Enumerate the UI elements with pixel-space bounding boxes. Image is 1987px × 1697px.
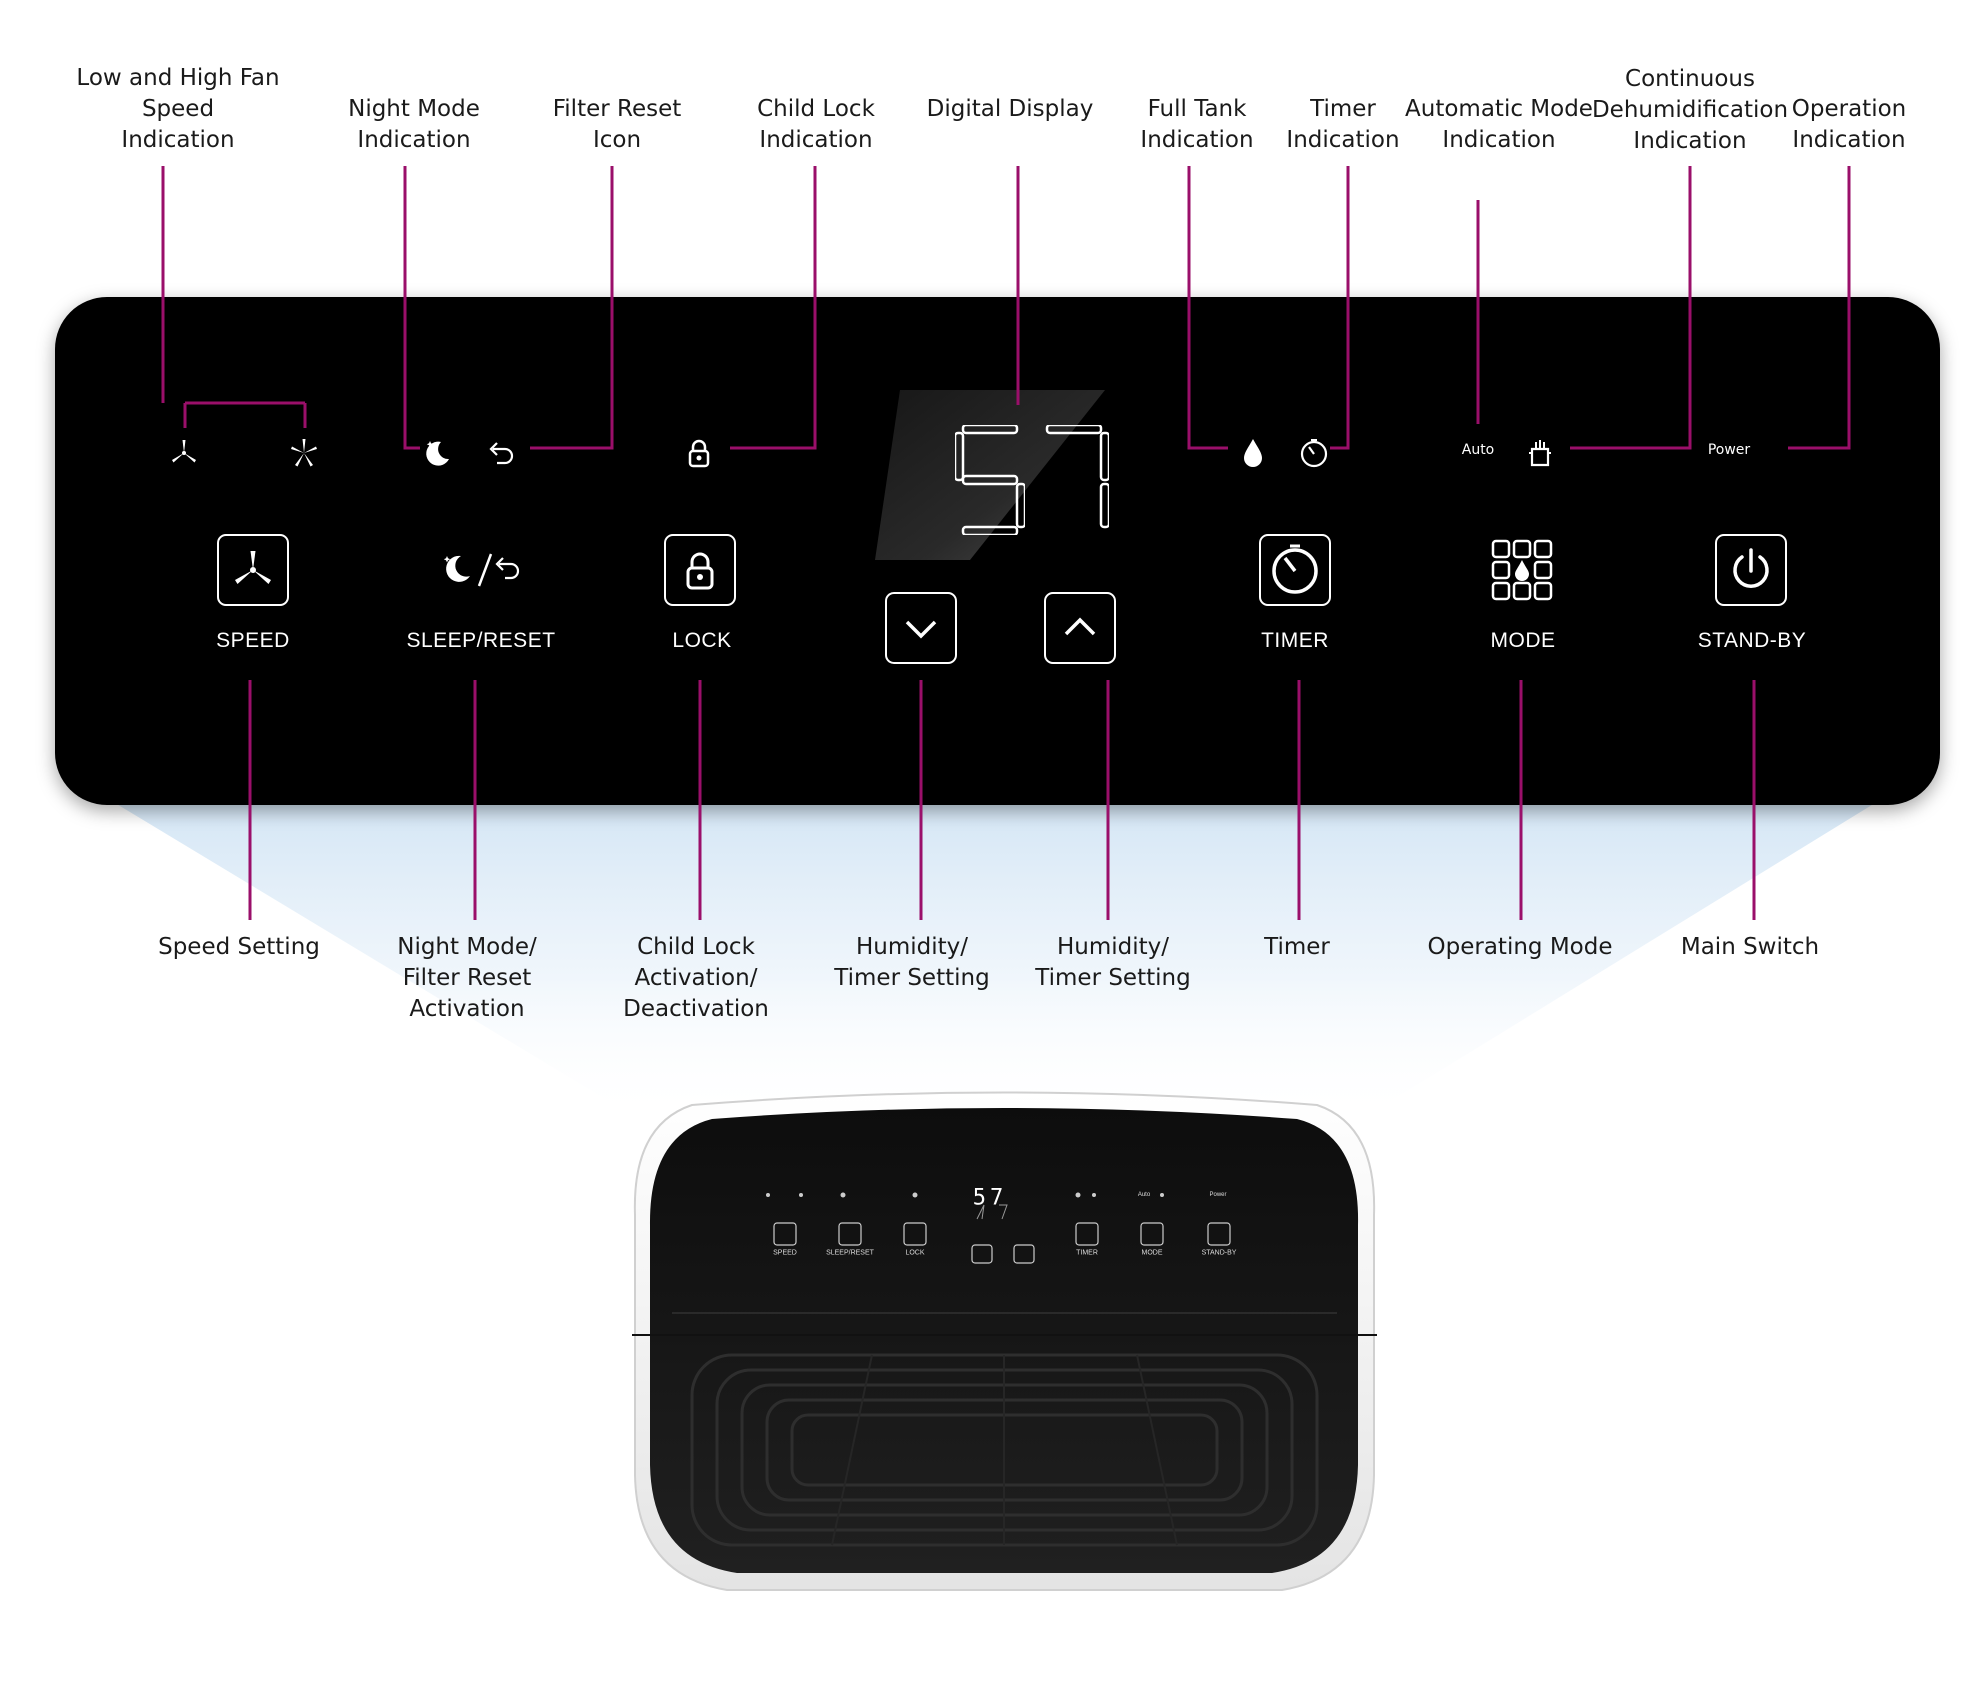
tank-icon (1526, 437, 1554, 469)
segment-c (1099, 482, 1109, 529)
sleep-reset-button[interactable] (435, 534, 525, 606)
callout-speed-setting: Speed Setting (158, 934, 320, 960)
display-digit-1 (1045, 425, 1109, 529)
dehumidifier-device: 57 Auto Power SPEED SLEEP/RESET LOCK TIM… (632, 1085, 1377, 1595)
callout-child-lock: Child Lock Indication (757, 96, 875, 153)
padlock-icon (686, 552, 714, 590)
moon-icon (421, 437, 453, 469)
timer-icon (1272, 544, 1318, 594)
callout-automatic-mode: Automatic Mode Indication (1405, 96, 1593, 153)
callout-continuous-dehumidification: Continuous Dehumidification Indication (1591, 66, 1789, 154)
callout-digital-display: Digital Display (926, 96, 1094, 122)
callout-humidity-down: Humidity/ Timer Setting (834, 934, 990, 991)
callout-night-filter-activation: Night Mode/ Filter Reset Activation (397, 934, 537, 1022)
chevron-down-icon (905, 620, 937, 639)
control-panel: Auto Power SPEED SLEEP/RESET LOCK TIMER (55, 297, 1940, 805)
callout-timer: Timer (1264, 934, 1330, 960)
chevron-up-icon (1064, 617, 1096, 636)
device-timer-label: TIMER (1076, 1249, 1098, 1257)
device-speed-label: SPEED (773, 1249, 797, 1257)
water-drop-icon (1240, 437, 1266, 469)
display-digits (955, 425, 1155, 535)
device-standby-label: STAND-BY (1201, 1249, 1237, 1257)
callout-operating-mode: Operating Mode (1427, 934, 1613, 960)
sleep-reset-button-label: SLEEP/RESET (406, 629, 556, 652)
down-button[interactable] (885, 592, 957, 664)
device-power-indicator: Power (1209, 1192, 1227, 1198)
device-lock-label: LOCK (905, 1249, 925, 1257)
fan-low-icon (168, 437, 200, 469)
timer-button[interactable] (1259, 534, 1331, 606)
mode-button[interactable] (1486, 534, 1558, 606)
segment-f (955, 431, 965, 482)
mode-button-label: MODE (1490, 629, 1556, 652)
segment-a (961, 425, 1019, 435)
device-sleep-reset-label: SLEEP/RESET (826, 1249, 874, 1257)
timer-button-label: TIMER (1261, 629, 1329, 652)
speed-button[interactable] (217, 534, 289, 606)
fan-high-icon (288, 437, 320, 469)
callout-timer-indication: Timer Indication (1286, 96, 1400, 153)
callout-filter-reset: Filter Reset Icon (552, 96, 682, 153)
power-indicator: Power (1707, 442, 1751, 458)
segment-a (1045, 425, 1103, 435)
auto-indicator: Auto (1461, 442, 1495, 458)
segment-g (961, 474, 1019, 486)
segment-d (961, 525, 1019, 535)
return-arrow-icon (485, 437, 517, 469)
device-mode-label: MODE (1141, 1249, 1163, 1257)
moon-return-icon (443, 553, 520, 587)
up-button[interactable] (1044, 592, 1116, 664)
standby-button-label: STAND-BY (1697, 629, 1807, 652)
padlock-icon (685, 437, 713, 469)
device-auto-indicator: Auto (1137, 1192, 1151, 1198)
callout-full-tank: Full Tank Indication (1140, 96, 1254, 153)
callout-fan-speed: Low and High Fan Speed Indication (76, 65, 280, 153)
timer-icon (1298, 437, 1330, 469)
fan-icon (235, 551, 271, 584)
power-icon (1733, 548, 1769, 588)
lock-button[interactable] (664, 534, 736, 606)
callout-main-switch: Main Switch (1680, 934, 1820, 960)
mode-grid-icon (1491, 539, 1553, 601)
device-display-value: 57 (972, 1185, 1008, 1211)
callout-operation: Operation Indication (1791, 96, 1907, 153)
callout-humidity-up: Humidity/ Timer Setting (1035, 934, 1191, 991)
display-digit-0 (955, 425, 1025, 535)
lock-button-label: LOCK (672, 629, 732, 652)
segment-c (1015, 482, 1025, 529)
segment-b (1099, 431, 1109, 482)
device-body (632, 1091, 1377, 1591)
standby-button[interactable] (1715, 534, 1787, 606)
callout-night-mode: Night Mode Indication (348, 96, 480, 153)
speed-button-label: SPEED (216, 629, 290, 652)
callout-child-lock-activation: Child Lock Activation/ Deactivation (623, 934, 769, 1022)
